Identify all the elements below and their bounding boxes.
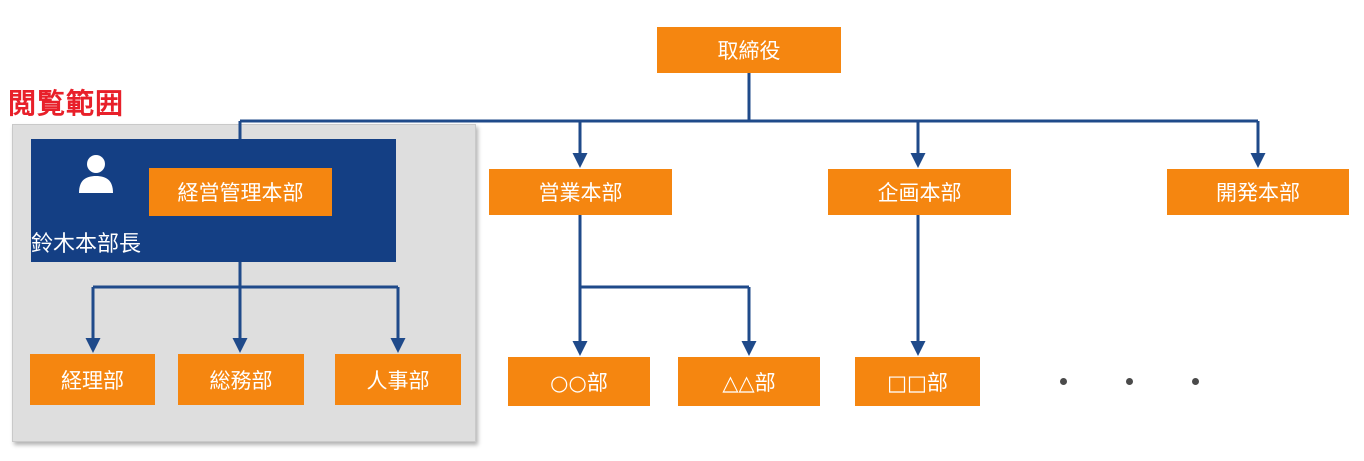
box-dept-maru: ○○部 xyxy=(508,357,650,406)
box-division-keiei: 経営管理本部 xyxy=(149,168,332,216)
division-head-name: 鈴木本部長 xyxy=(31,232,142,257)
ellipsis-dot xyxy=(1126,378,1133,385)
scope-label: 閲覧範囲 xyxy=(8,87,125,120)
box-dept-shikaku: □□部 xyxy=(855,357,980,406)
person-icon xyxy=(79,155,113,193)
box-dept-jinji: 人事部 xyxy=(335,354,461,405)
box-dept-keiri: 経理部 xyxy=(30,354,155,405)
box-dept-sankaku: △△部 xyxy=(678,357,820,406)
box-executive: 取締役 xyxy=(657,27,841,73)
ellipsis-dot xyxy=(1192,378,1199,385)
ellipsis-dot xyxy=(1060,378,1067,385)
box-division-eigyo: 営業本部 xyxy=(489,169,672,215)
box-division-kikaku: 企画本部 xyxy=(828,169,1011,215)
box-division-kaihatsu: 開発本部 xyxy=(1167,169,1349,215)
box-dept-soumu: 総務部 xyxy=(178,354,304,405)
